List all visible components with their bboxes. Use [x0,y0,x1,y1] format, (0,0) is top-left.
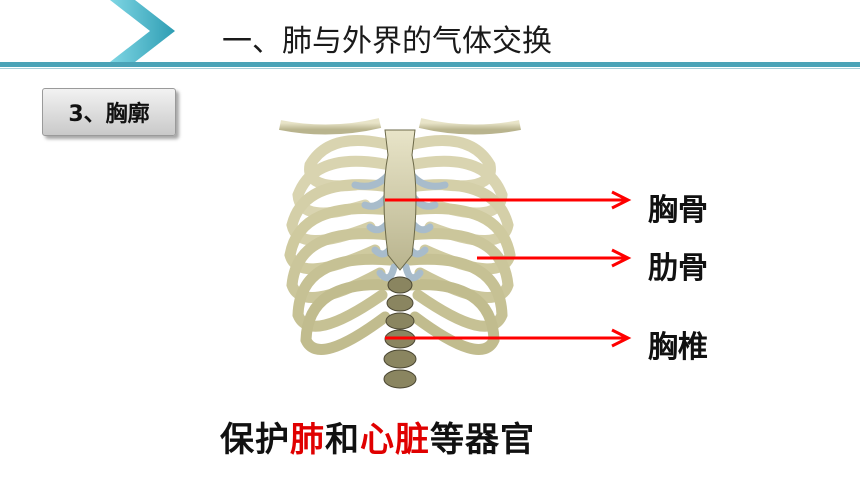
caption-part3: 和 [325,420,360,460]
header-rule [0,62,860,67]
caption-lung: 肺 [290,420,325,460]
caption: 保护肺和心脏等器官 [220,412,535,461]
label-vertebrae: 胸椎 [648,330,708,365]
page-title: 一、肺与外界的气体交换 [222,24,552,59]
label-sternum: 胸骨 [648,193,708,228]
caption-heart: 心脏 [360,420,430,460]
header-rule-thin [0,68,860,69]
chevron-icon [110,0,175,62]
section-label: 3、胸廓 [68,102,150,127]
label-ribs: 肋骨 [648,251,708,286]
rib-cage-illustration [279,118,521,389]
caption-part5: 等器官 [430,420,535,460]
caption-part1: 保护 [220,420,290,460]
section-label-box: 3、胸廓 [42,88,176,136]
